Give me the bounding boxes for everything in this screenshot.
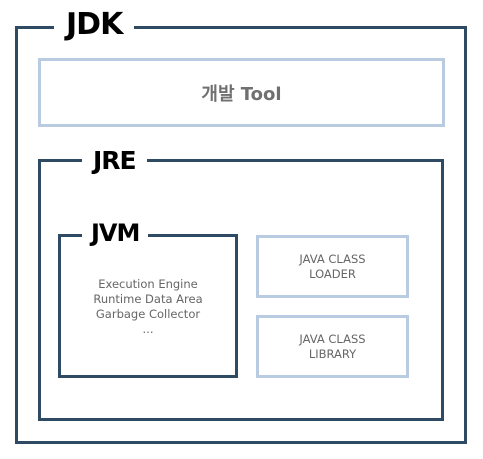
java-class-library-box: JAVA CLASS LIBRARY	[256, 315, 409, 378]
jvm-item-execution-engine: Execution Engine	[98, 277, 198, 291]
dev-tool-label: 개발 Tool	[201, 83, 282, 105]
java-class-loader-box: JAVA CLASS LOADER	[256, 235, 409, 298]
jvm-components: Execution Engine Runtime Data Area Garba…	[58, 277, 238, 337]
jre-title: JRE	[82, 148, 147, 173]
jdk-title: JDK	[54, 10, 135, 40]
jvm-item-garbage-collector: Garbage Collector	[95, 307, 201, 321]
java-class-library-line2: LIBRARY	[308, 346, 357, 361]
java-class-loader-line1: JAVA CLASS	[299, 251, 366, 266]
java-class-loader-line2: LOADER	[309, 266, 356, 281]
jre-box	[38, 159, 444, 421]
java-class-library-line1: JAVA CLASS	[299, 331, 366, 346]
jvm-item-runtime-data-area: Runtime Data Area	[93, 292, 203, 306]
dev-tool-box: 개발 Tool	[38, 58, 445, 127]
jvm-item-ellipsis: ...	[142, 322, 154, 336]
jdk-box	[15, 26, 467, 444]
jvm-title: JVM	[82, 221, 149, 245]
